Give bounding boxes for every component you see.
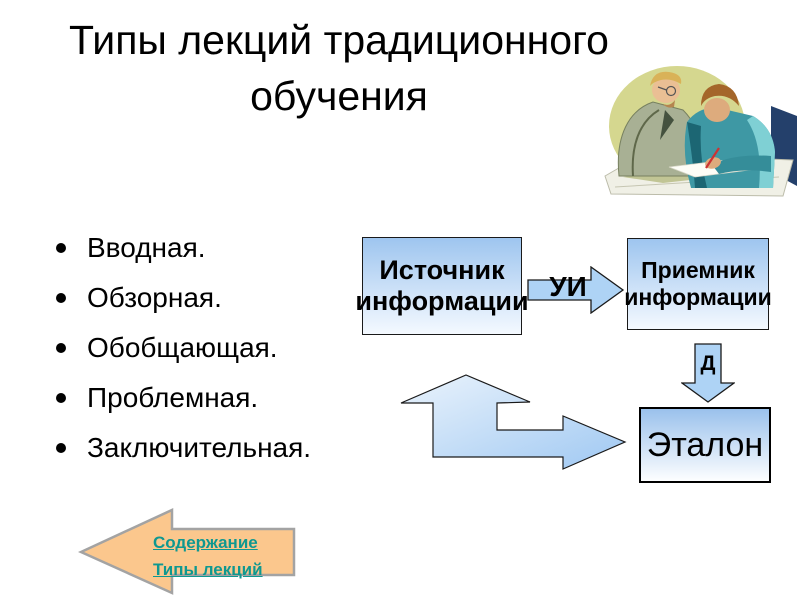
bullet-icon: [56, 293, 66, 303]
back-arrow-icon: [77, 508, 296, 595]
nav-link-lecture-types[interactable]: Типы лекций: [153, 560, 263, 579]
bullet-icon: [56, 343, 66, 353]
bullet-icon: [56, 443, 66, 453]
etalon-box: Эталон: [639, 407, 771, 483]
nav-link-contents[interactable]: Содержание: [153, 533, 258, 552]
list-item: Обзорная.: [48, 273, 311, 323]
list-item-label: Обзорная.: [87, 282, 222, 313]
list-item: Заключительная.: [48, 423, 311, 473]
title-line-2: обучения: [250, 73, 428, 119]
teacher-hair: [650, 71, 682, 86]
d-arrow-label: Д: [700, 352, 716, 375]
glasses-icon: [665, 85, 677, 97]
box-label-line: информации: [355, 286, 529, 316]
box-label-line: Эталон: [646, 425, 764, 464]
box-label-line: Приемник: [641, 257, 755, 283]
student-hand: [705, 157, 721, 169]
lecture-types-list: Вводная. Обзорная. Обобщающая. Проблемна…: [48, 223, 311, 473]
bullet-icon: [56, 393, 66, 403]
teacher-student-illustration: [604, 66, 797, 197]
down-arrow-d-icon: [681, 343, 735, 403]
title-line-1: Типы лекций традиционного: [69, 17, 609, 63]
list-item-label: Заключительная.: [87, 432, 312, 463]
pen-icon: [705, 147, 720, 169]
student-face: [704, 98, 730, 122]
source-of-information-box: Источник информации: [355, 237, 529, 335]
ui-arrow-label: УИ: [549, 271, 587, 302]
slide-title: Типы лекций традиционного обучения: [0, 12, 678, 124]
bent-up-right-arrow-icon: [400, 374, 627, 470]
list-item-label: Проблемная.: [87, 382, 259, 413]
list-item: Проблемная.: [48, 373, 311, 423]
receiver-of-information-box: Приемник информации: [624, 238, 772, 330]
bullet-icon: [56, 243, 66, 253]
box-label-line: информации: [624, 284, 772, 310]
list-item: Вводная.: [48, 223, 311, 273]
box-label-line: Источник: [379, 255, 505, 285]
right-arrow-ui-icon: [527, 266, 625, 314]
list-item: Обобщающая.: [48, 323, 311, 373]
list-item-label: Обобщающая.: [87, 332, 278, 363]
navigation-links: Содержание Типы лекций: [153, 529, 263, 583]
list-item-label: Вводная.: [87, 232, 206, 263]
student-hair: [701, 84, 739, 106]
